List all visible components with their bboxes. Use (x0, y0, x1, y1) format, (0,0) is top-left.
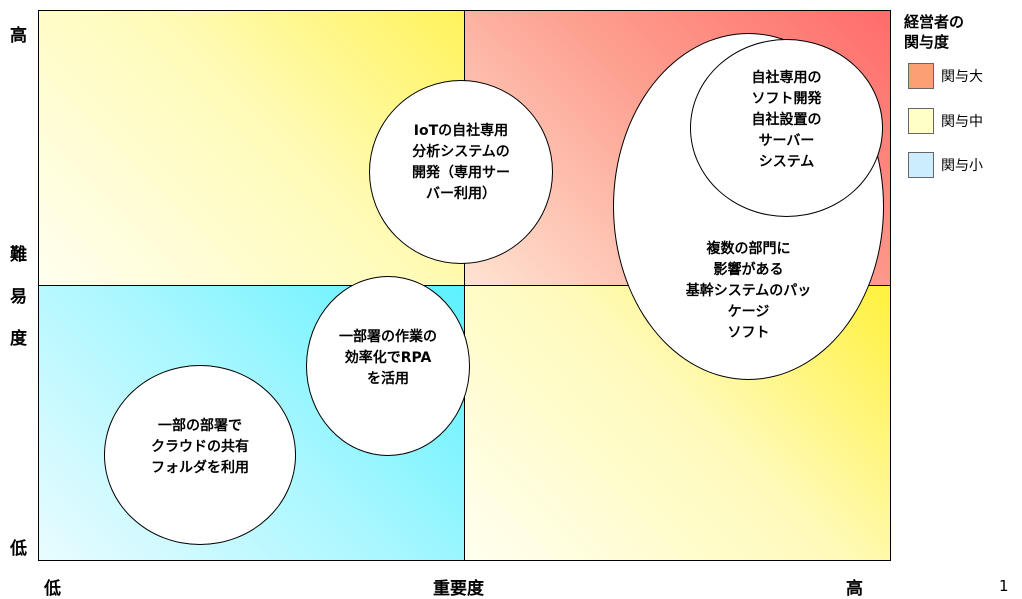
y-axis-high: 高 (10, 26, 27, 46)
bubble-inhouse: 自社専用の ソフト開発 自社設置の サーバー システム (690, 39, 883, 217)
x-axis-title: 重要度 (433, 579, 484, 599)
x-axis-high: 高 (846, 579, 863, 599)
bubble-cloud: 一部の部署で クラウドの共有 フォルダを利用 (104, 365, 296, 545)
bubble-inhouse-text: 自社専用の ソフト開発 自社設置の サーバー システム (751, 69, 822, 170)
page-number: 1 (999, 577, 1009, 595)
legend-label-medium: 関与中 (941, 114, 983, 130)
y-axis-title-1: 難 (10, 245, 27, 265)
bubble-rpa: 一部署の作業の 効率化でRPA を活用 (306, 276, 470, 456)
y-axis-title-3: 度 (10, 329, 27, 349)
bubble-iot-text: IoTの自社専用 分析システムの 開発（専用サー バー利用） (412, 123, 510, 202)
matrix-frame (38, 10, 891, 561)
x-axis-low: 低 (44, 579, 61, 599)
bubble-core-text: 複数の部門に 影響がある 基幹システムのパッ ケージ ソフト (685, 241, 812, 341)
y-axis-low: 低 (10, 539, 27, 559)
legend-label-large: 関与大 (941, 69, 983, 85)
legend-swatch-small (908, 152, 934, 178)
y-axis-title-2: 易 (10, 287, 27, 307)
legend-label-small: 関与小 (941, 158, 983, 174)
legend-swatch-medium (908, 108, 934, 134)
bubble-iot: IoTの自社専用 分析システムの 開発（専用サー バー利用） (369, 80, 553, 264)
horizontal-divider (38, 285, 891, 286)
legend-swatch-large (908, 63, 934, 89)
bubble-rpa-text: 一部署の作業の 効率化でRPA を活用 (339, 328, 437, 387)
bubble-cloud-text: 一部の部署で クラウドの共有 フォルダを利用 (151, 417, 249, 476)
legend-title: 経営者の 関与度 (904, 13, 965, 51)
